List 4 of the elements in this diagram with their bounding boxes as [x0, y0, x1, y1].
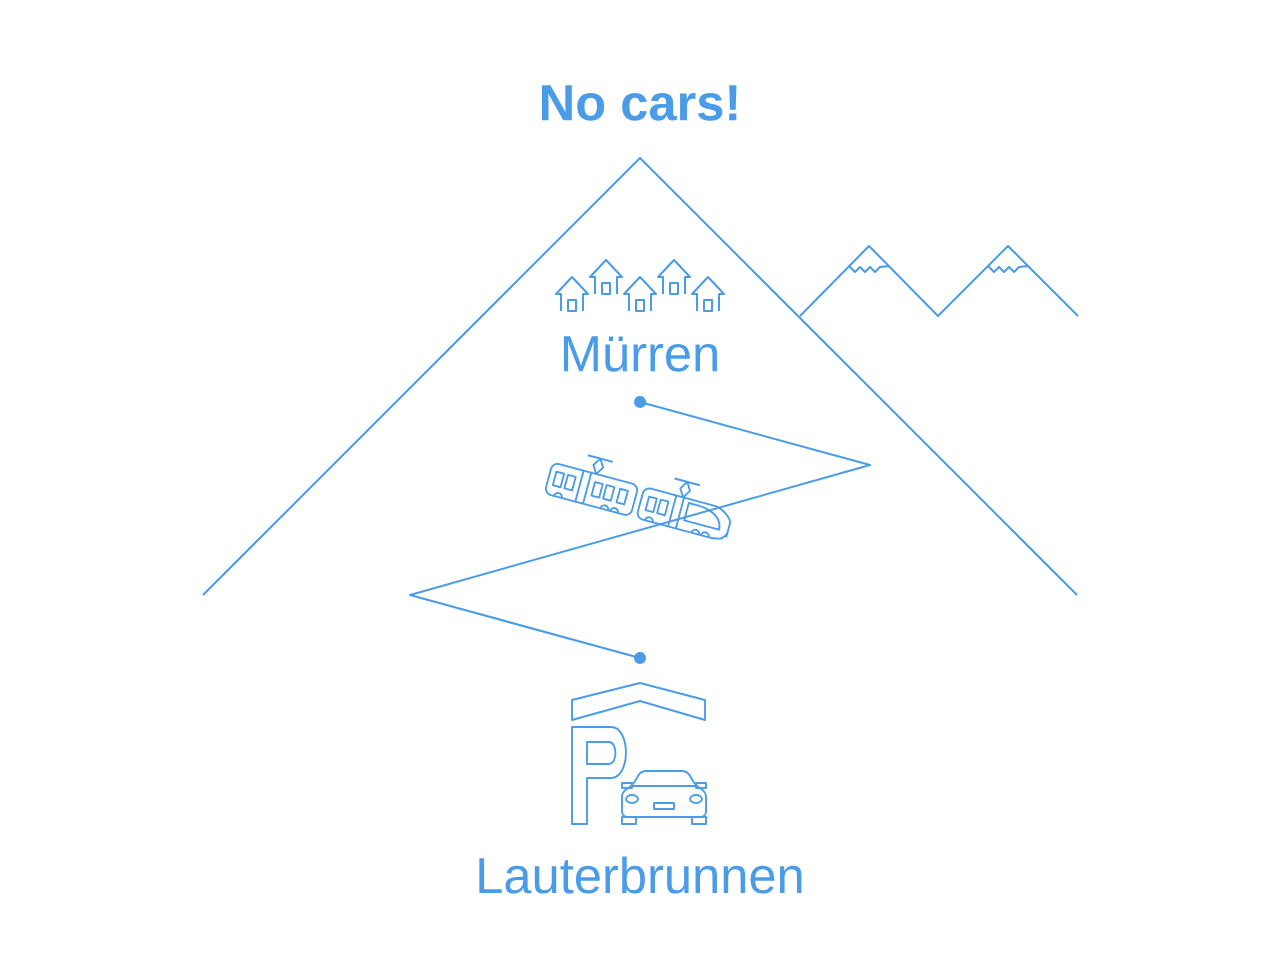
place-label: Mürren	[563, 336, 717, 372]
place-label: Lauterbrunnen	[479, 856, 802, 894]
title: No cars!	[542, 85, 737, 121]
railway-line	[409, 401, 871, 659]
